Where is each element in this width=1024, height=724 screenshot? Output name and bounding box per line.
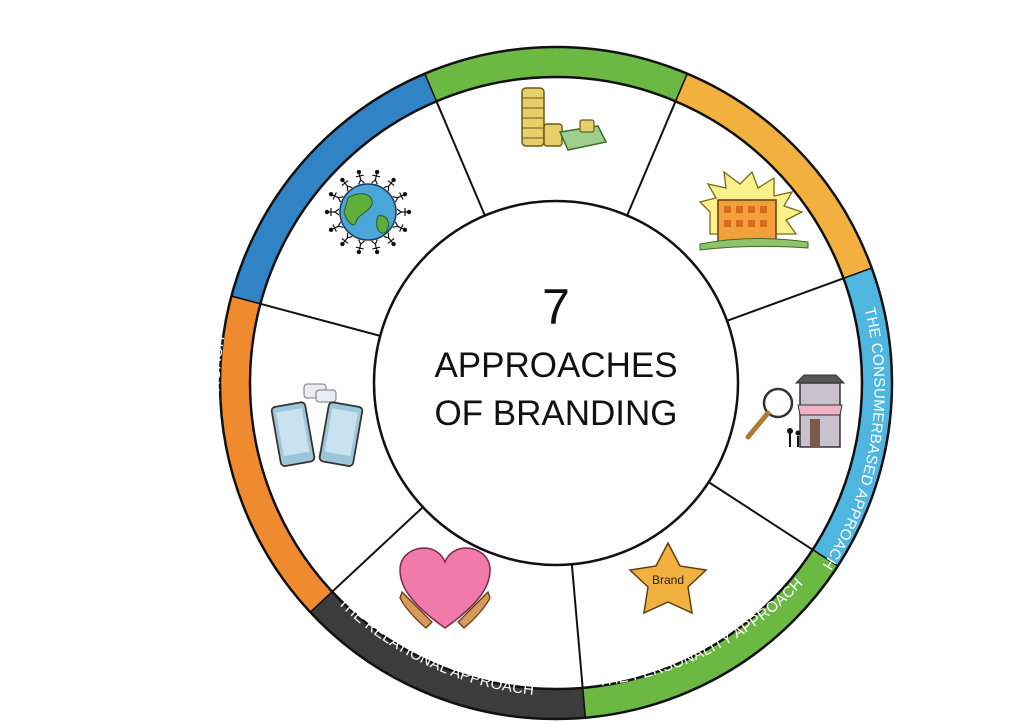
segment-divider-4 — [708, 481, 814, 551]
segment-divider-2 — [626, 100, 677, 216]
phones-chat-icon — [270, 383, 364, 467]
stick-figure — [392, 221, 408, 232]
stick-figure — [392, 192, 408, 203]
center-line-2: OF BRANDING — [434, 394, 677, 433]
stick-figure — [383, 177, 396, 192]
stick-figure — [383, 232, 396, 247]
stick-figure — [371, 239, 381, 255]
segment-divider-6 — [331, 506, 424, 593]
center-number: 7 — [542, 279, 570, 335]
segment-divider-1 — [435, 100, 486, 216]
stick-figure — [371, 169, 381, 185]
brand-star-label: Brand — [652, 573, 684, 587]
stick-figure — [396, 208, 412, 216]
globe-people-ring — [324, 169, 412, 255]
center-circle — [372, 199, 740, 567]
globe-people-icon — [324, 169, 412, 255]
glowing-building-icon — [698, 170, 809, 251]
coins-and-cash-icon — [521, 87, 608, 151]
segment-divider-3 — [726, 277, 844, 322]
outer-outline — [218, 45, 894, 721]
stick-figure — [340, 177, 353, 192]
stick-figure — [328, 221, 344, 232]
heart-hands-icon — [399, 547, 491, 629]
center-line-1: APPROACHES — [434, 346, 677, 385]
stick-figure — [324, 208, 340, 216]
brand-star-icon: Brand — [628, 541, 708, 615]
segment-dividers — [260, 100, 844, 688]
stick-figure — [328, 192, 344, 203]
magnifier-shop-icon — [745, 374, 846, 448]
stick-figure — [340, 232, 353, 247]
stick-figure — [355, 169, 365, 185]
segment-divider-7 — [260, 302, 381, 337]
segment-divider-5 — [570, 564, 584, 688]
stick-figure — [355, 239, 365, 255]
